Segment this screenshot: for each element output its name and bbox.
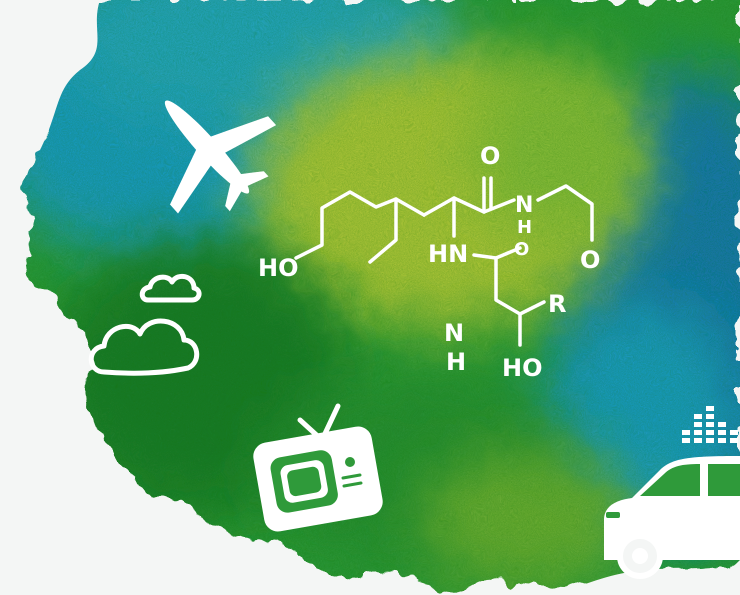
molecule-structure bbox=[294, 176, 594, 347]
label-o-top: O bbox=[480, 142, 500, 170]
label-ho-left: HO bbox=[258, 254, 299, 282]
label-h-lower: H bbox=[446, 348, 466, 376]
label-o-mid: O bbox=[514, 239, 529, 260]
paper-patch-bottom-right bbox=[560, 560, 740, 595]
cloud-icon bbox=[88, 273, 202, 376]
paper-patch-bottom bbox=[0, 250, 470, 595]
label-hn: HN bbox=[428, 240, 468, 268]
paper-patch-top-left bbox=[0, 0, 100, 170]
equalizer-icon bbox=[682, 406, 738, 443]
label-n-lower: N bbox=[444, 319, 464, 347]
label-n-right: N bbox=[515, 193, 533, 218]
label-ho-bottom: HO bbox=[502, 354, 543, 382]
car-icon bbox=[604, 456, 740, 579]
label-h-right: H bbox=[517, 217, 532, 238]
airplane-icon bbox=[164, 100, 277, 214]
label-r: R bbox=[548, 290, 566, 318]
label-o-right: O bbox=[580, 246, 600, 274]
television-icon bbox=[253, 403, 383, 532]
molecule-labels: HO O N H HN O O R N H HO bbox=[258, 142, 600, 382]
